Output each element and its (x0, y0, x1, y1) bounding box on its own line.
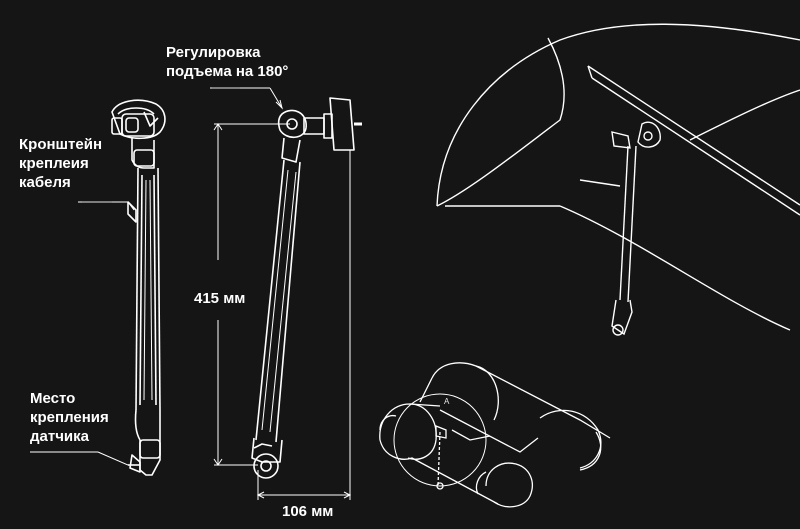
boat-twin-hull (379, 362, 611, 508)
rotation-label-line-2: подъема на 180° (166, 63, 289, 80)
label-underline-marks (82, 87, 240, 203)
bracket-label-line-3: кабеля (19, 174, 71, 191)
sensor-mount-label-line-2: крепления (30, 409, 109, 426)
width-dimension-label: 106 мм (282, 503, 334, 520)
rotation-label-line-1: Регулировка (166, 44, 261, 61)
dimension-lines (213, 123, 352, 500)
bracket-label: Кронштейн креплеия кабеля (19, 135, 102, 192)
detail-marker-label: A (444, 397, 450, 406)
arm-front-view (111, 99, 166, 476)
sensor-mount-label-line-1: Место (30, 390, 76, 407)
sensor-mount-label: Место крепления датчика (30, 389, 109, 446)
bracket-label-line-2: креплеия (19, 155, 89, 172)
arm-side-view (251, 97, 362, 479)
sensor-mount-label-line-3: датчика (30, 428, 89, 445)
boat-hull-detail (436, 23, 800, 336)
length-dimension-label: 415 мм (194, 290, 246, 307)
bracket-label-line-1: Кронштейн (19, 136, 103, 153)
rotation-label: Регулировка подъема на 180° (166, 43, 288, 81)
